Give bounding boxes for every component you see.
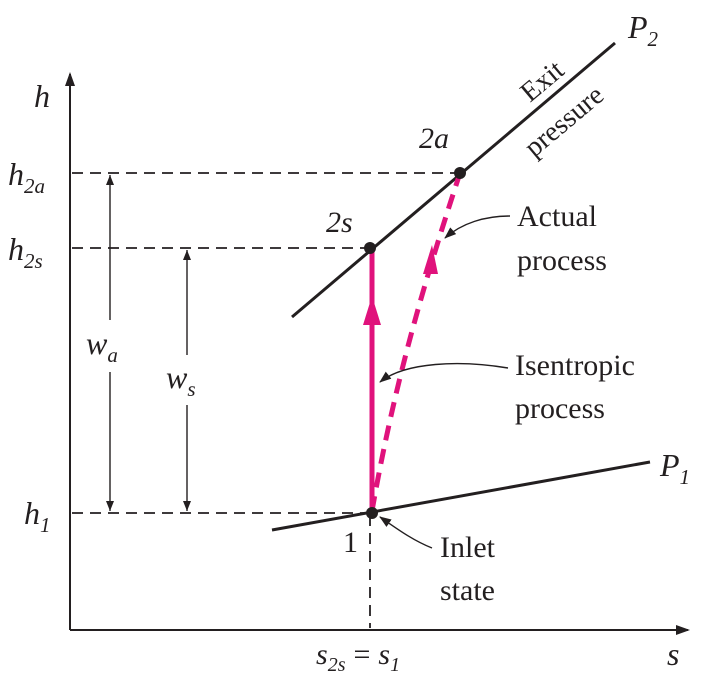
- inlet-callout-line1: Inlet: [440, 531, 496, 564]
- p2-isobar: [291, 41, 616, 319]
- wa-label: wa: [86, 325, 118, 367]
- isentropic-callout-line1: Isentropic: [515, 349, 635, 382]
- actual-callout-line1: Actual: [517, 200, 597, 233]
- inlet-callout-leader: [379, 516, 433, 549]
- isentropic-process-arrowhead: [363, 296, 381, 325]
- h1-label: h1: [24, 495, 51, 537]
- state-point-1: [366, 507, 378, 519]
- h2a-label: h2a: [8, 156, 45, 198]
- s-tick-label: s2s=s1: [316, 638, 400, 676]
- p2-label: P2: [627, 9, 659, 51]
- actual-process-curve: [369, 172, 463, 512]
- isentropic-callout-line2: process: [515, 392, 605, 425]
- isentropic-callout-leader: [379, 362, 509, 383]
- p1-isobar: [271, 460, 651, 532]
- actual-callout-leader: [444, 215, 511, 239]
- inlet-callout-line2: state: [440, 574, 495, 607]
- state-1-label: 1: [343, 526, 358, 559]
- state-2s-label: 2s: [326, 206, 353, 239]
- exit-label: Exit: [515, 54, 571, 108]
- state-point-2s: [364, 242, 376, 254]
- h2s-label: h2s: [8, 231, 43, 273]
- actual-process-arrowhead: [423, 245, 438, 274]
- y-axis-label: h: [34, 78, 50, 114]
- p1-label: P1: [659, 447, 690, 489]
- state-point-2a: [454, 167, 466, 179]
- ws-label: ws: [166, 359, 196, 401]
- x-axis-label: s: [667, 636, 679, 672]
- state-2a-label: 2a: [419, 122, 449, 155]
- actual-callout-line2: process: [517, 244, 607, 277]
